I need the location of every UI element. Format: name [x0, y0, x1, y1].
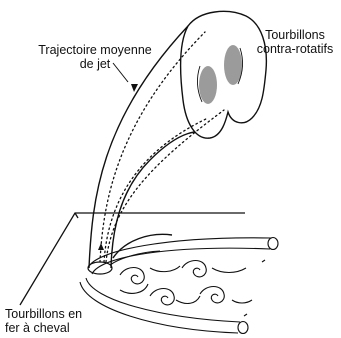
horseshoe-vortex-tubes	[80, 238, 278, 334]
trajectory-arrow	[131, 84, 138, 92]
vortex-core-left	[199, 66, 217, 104]
counter-rotating-vortices-label: Tourbillons contra-rotatifs	[250, 28, 340, 56]
vortex-core-right	[224, 45, 242, 85]
counter-rotating-vortices-label-line1: Tourbillons	[250, 28, 340, 42]
horseshoe-vortices-label: Tourbillons en fer à cheval	[5, 307, 82, 335]
wake-vortices	[120, 260, 265, 316]
jet-inflow-arrow	[98, 243, 104, 250]
jet-trajectory-label: Trajectoire moyenne de jet	[30, 43, 160, 71]
counter-rotating-vortices-label-line2: contra-rotatifs	[250, 42, 340, 56]
horseshoe-vortices-label-line1: Tourbillons en	[5, 307, 82, 321]
jet-orifice	[88, 262, 112, 274]
horseshoe-vortices-label-line2: fer à cheval	[5, 321, 82, 335]
wall-plate	[20, 213, 245, 305]
jet-trajectory-label-line1: Trajectoire moyenne	[30, 43, 160, 57]
jet-trajectory-label-line2: de jet	[30, 57, 160, 71]
